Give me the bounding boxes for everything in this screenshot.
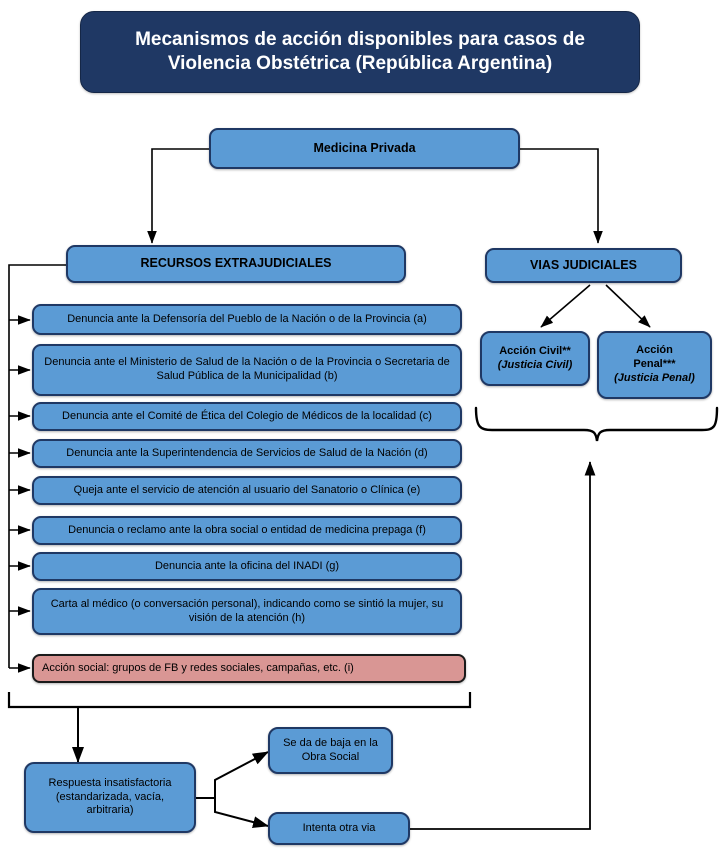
node-accion-civil-sublabel: (Justicia Civil) — [497, 358, 573, 371]
node-extrajudicial-g[interactable]: Denuncia ante la oficina del INADI (g) — [32, 552, 462, 581]
node-recursos-extrajudiciales[interactable]: RECURSOS EXTRAJUDICIALES — [66, 245, 406, 283]
node-medicina-privada-label: Medicina Privada — [313, 140, 416, 155]
node-baja-obra-social-label: Se da de baja en la Obra Social — [283, 736, 378, 763]
edge-extrajudicial-bracket — [7, 692, 472, 763]
edge-judicial-split — [540, 284, 651, 328]
node-extrajudicial-a-label: Denuncia ante la Defensoría del Pueblo d… — [67, 312, 427, 325]
node-accion-penal-sublabel: (Justicia Penal) — [614, 371, 695, 384]
node-extrajudicial-b[interactable]: Denuncia ante el Ministerio de Salud de … — [32, 344, 462, 396]
node-vias-judiciales[interactable]: VIAS JUDICIALES — [485, 248, 682, 283]
node-vias-judiciales-label: VIAS JUDICIALES — [530, 257, 637, 272]
node-extrajudicial-e-label: Queja ante el servicio de atención al us… — [73, 483, 421, 496]
node-accion-penal-label: Acción Penal*** — [633, 344, 676, 371]
edge-root-to-judicial — [520, 148, 603, 244]
node-respuesta-insatisfactoria-label: Respuesta insatisfactoria (estandarizada… — [48, 776, 172, 817]
node-extrajudicial-f[interactable]: Denuncia o reclamo ante la obra social o… — [32, 516, 462, 545]
node-extrajudicial-e[interactable]: Queja ante el servicio de atención al us… — [32, 476, 462, 505]
edge-unsatisfactory-split — [196, 751, 269, 828]
title-line-2: Violencia Obstétrica (República Argentin… — [167, 53, 553, 74]
node-extrajudicial-i-accion-social[interactable]: Acción social: grupos de FB y redes soci… — [32, 654, 466, 683]
judicial-brace — [474, 406, 719, 442]
title-line-1: Mecanismos de acción disponibles para ca… — [135, 29, 585, 51]
node-extrajudicial-a[interactable]: Denuncia ante la Defensoría del Pueblo d… — [32, 304, 462, 335]
node-intenta-otra-via-label: Intenta otra via — [302, 821, 376, 834]
node-extrajudicial-d-label: Denuncia ante la Superintendencia de Ser… — [66, 446, 428, 459]
node-extrajudicial-d[interactable]: Denuncia ante la Superintendencia de Ser… — [32, 439, 462, 468]
diagram-title: Mecanismos de acción disponibles para ca… — [80, 11, 640, 93]
node-extrajudicial-g-label: Denuncia ante la oficina del INADI (g) — [154, 559, 340, 572]
node-baja-obra-social[interactable]: Se da de baja en la Obra Social — [268, 727, 393, 774]
node-extrajudicial-h[interactable]: Carta al médico (o conversación personal… — [32, 588, 462, 635]
node-accion-civil-label: Acción Civil** — [499, 344, 571, 357]
node-accion-civil[interactable]: Acción Civil** (Justicia Civil) — [480, 331, 590, 386]
node-extrajudicial-f-label: Denuncia o reclamo ante la obra social o… — [68, 523, 426, 536]
node-extrajudicial-b-label: Denuncia ante el Ministerio de Salud de … — [44, 356, 450, 382]
edge-root-to-extrajudicial — [147, 148, 209, 244]
node-recursos-extrajudiciales-label: RECURSOS EXTRAJUDICIALES — [140, 256, 332, 271]
node-respuesta-insatisfactoria[interactable]: Respuesta insatisfactoria (estandarizada… — [24, 762, 196, 833]
node-extrajudicial-c[interactable]: Denuncia ante el Comité de Ética del Col… — [32, 402, 462, 431]
node-accion-penal[interactable]: Acción Penal*** (Justicia Penal) — [597, 331, 712, 399]
node-intenta-otra-via[interactable]: Intenta otra via — [268, 812, 410, 845]
node-medicina-privada[interactable]: Medicina Privada — [209, 128, 520, 169]
node-extrajudicial-i-label: Acción social: grupos de FB y redes soci… — [42, 661, 354, 674]
node-extrajudicial-h-label: Carta al médico (o conversación personal… — [50, 597, 444, 624]
node-extrajudicial-c-label: Denuncia ante el Comité de Ética del Col… — [62, 409, 432, 422]
